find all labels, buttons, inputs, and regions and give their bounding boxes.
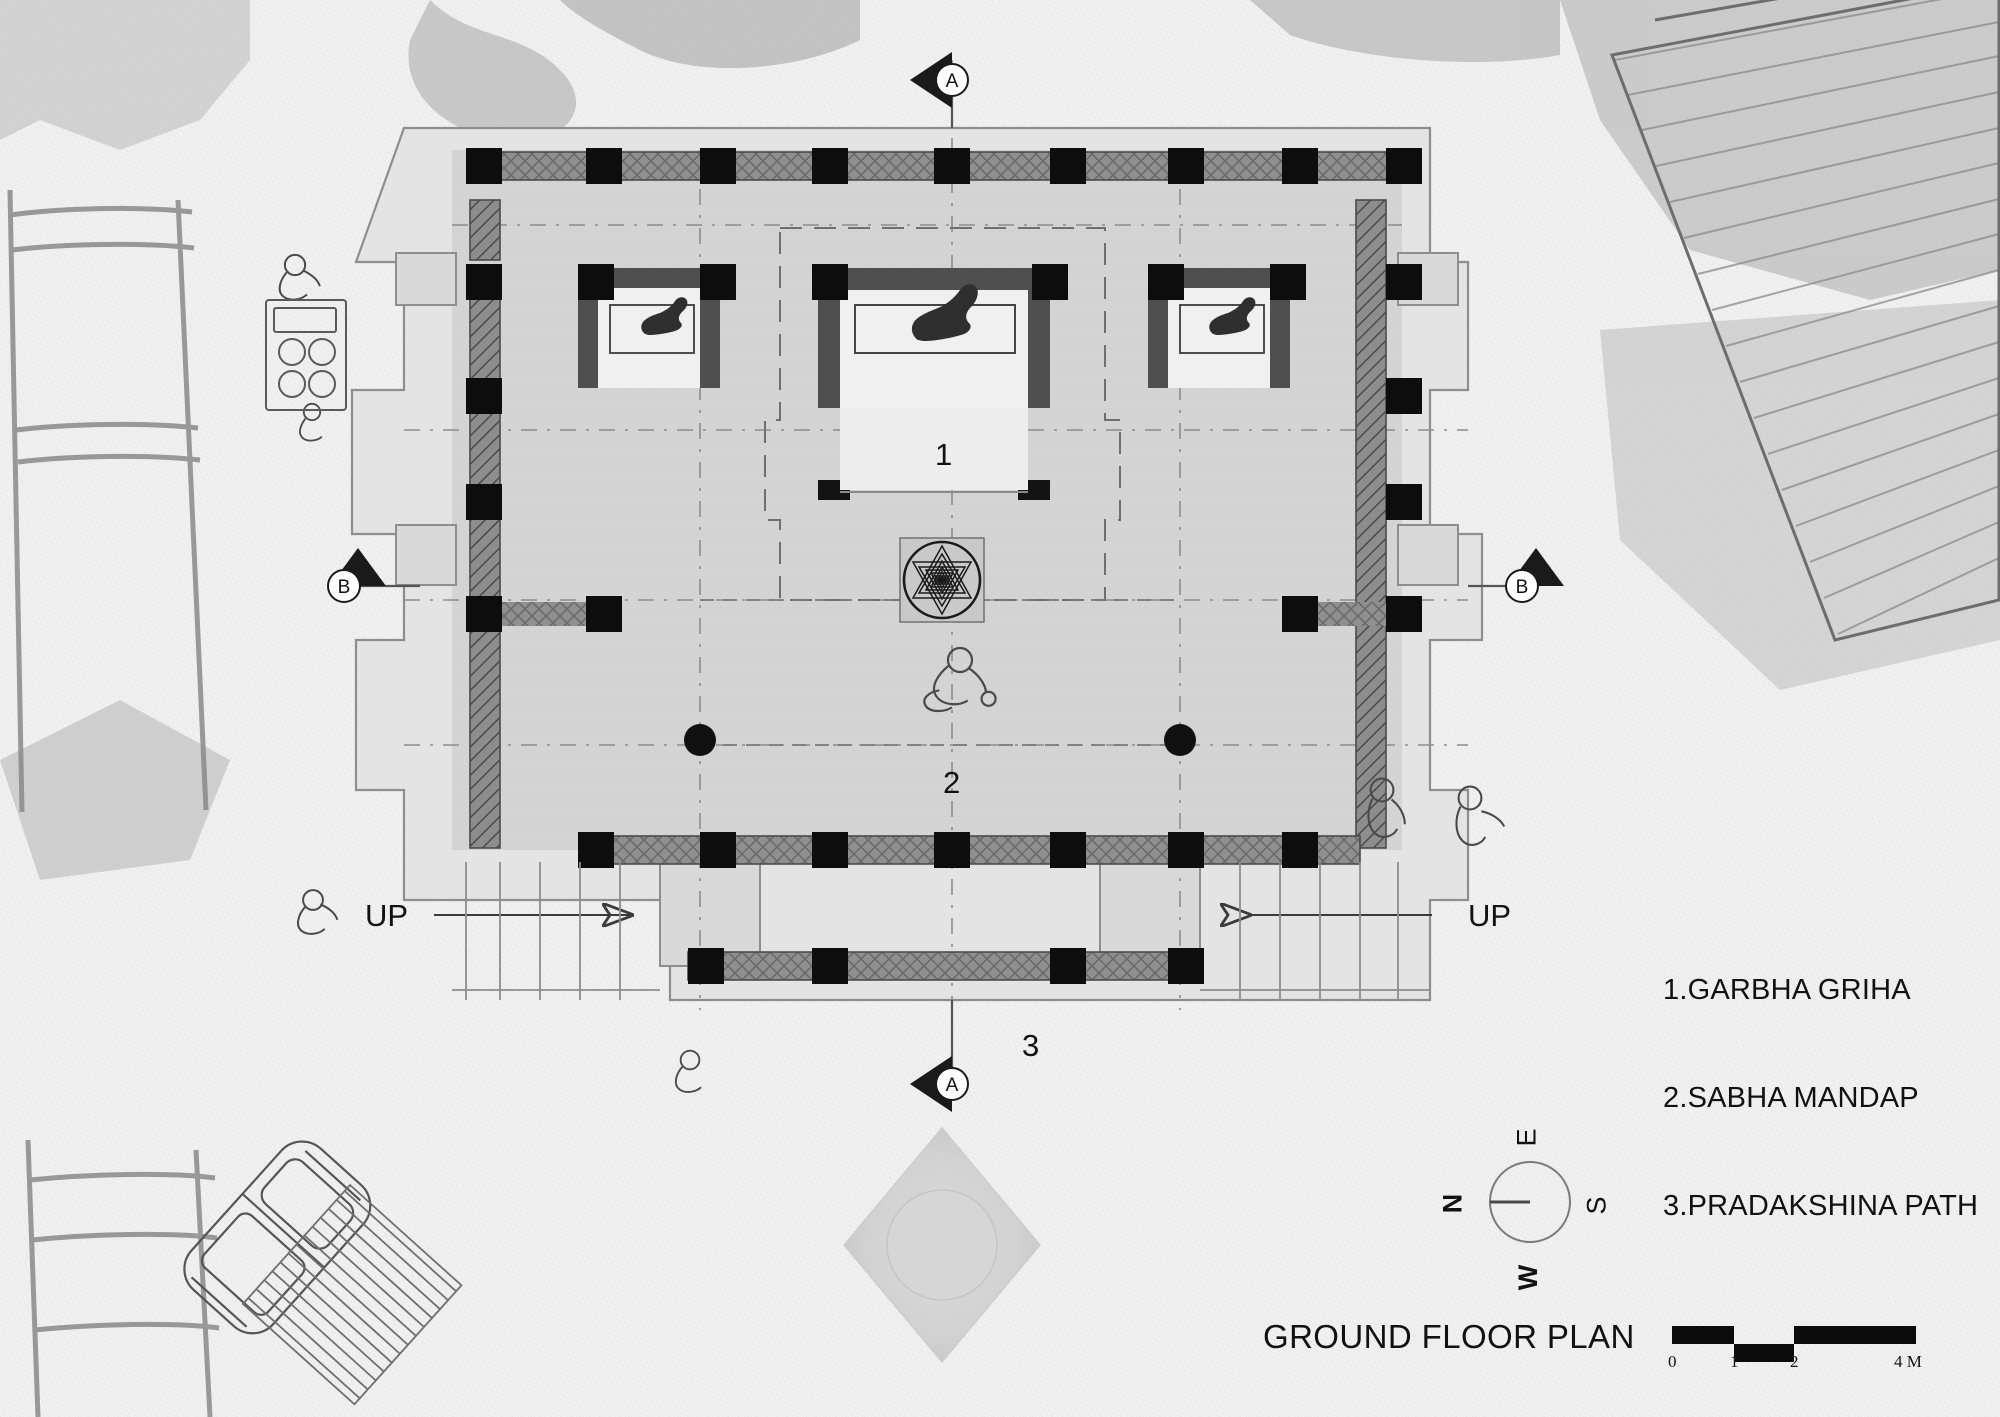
scale-end-label: 4 M	[1894, 1352, 1922, 1371]
plan-label-sabha-mandap: 2	[943, 765, 961, 800]
deity-niche-center	[854, 304, 1016, 354]
stair-up-label-right: UP	[1468, 898, 1512, 933]
compass-south-label: S	[1581, 1196, 1612, 1215]
paving-hatch	[241, 1183, 463, 1406]
site-context-washes	[0, 0, 2000, 880]
compass-west-label: W	[1513, 1264, 1544, 1291]
legend-item-3: 3.PRADAKSHINA PATH	[1663, 1190, 1979, 1222]
sri-yantra-icon	[899, 537, 985, 623]
stair-treads	[452, 862, 1430, 1000]
round-columns	[684, 724, 1196, 756]
garbha-griha-walls	[818, 268, 1050, 500]
svg-text:B: B	[1516, 577, 1529, 598]
plan-label-garbha-griha: 1	[935, 437, 953, 472]
section-marker-a-top[interactable]: A	[910, 52, 969, 108]
section-marker-a-bottom[interactable]: A	[910, 1056, 969, 1112]
compass-east-label: E	[1511, 1128, 1542, 1147]
deity-figure-icon	[641, 284, 1256, 341]
context-left-sketch	[7, 189, 220, 1417]
seated-person-icon	[278, 253, 1506, 1093]
svg-text:A: A	[946, 71, 959, 92]
temple-floor-slab	[452, 150, 1402, 850]
car-icon	[183, 1140, 372, 1335]
podium-diamond	[843, 1126, 1041, 1364]
appliance-sketch	[265, 299, 347, 411]
context-roof-outline	[1609, 0, 2000, 642]
stair-up-label-left: UP	[365, 898, 409, 933]
legend-item-2: 2.SABHA MANDAP	[1663, 1082, 1919, 1114]
scale-bar	[1672, 1326, 1916, 1362]
scale-tick-2: 2	[1790, 1352, 1799, 1371]
section-marker-b-left[interactable]: B	[327, 548, 386, 603]
context-roof-hatch	[1614, 0, 2000, 635]
legend: 1.GARBHA GRIHA 2.SABHA MANDAP 3.PRADAKSH…	[1663, 900, 1978, 1296]
svg-text:A: A	[946, 1075, 959, 1096]
page-title: GROUND FLOOR PLAN	[1263, 1318, 1635, 1355]
compass-north-label: N	[1437, 1193, 1468, 1214]
scale-tick-1: 1	[1730, 1352, 1739, 1371]
compass-rose-icon	[1489, 1161, 1571, 1243]
column-grid	[466, 148, 1422, 984]
legend-item-1: 1.GARBHA GRIHA	[1663, 974, 1911, 1006]
svg-text:B: B	[338, 577, 351, 598]
scale-tick-0: 0	[1668, 1352, 1677, 1371]
section-marker-b-right[interactable]: B	[1505, 548, 1564, 603]
plan-label-pradakshina-path: 3	[1022, 1028, 1040, 1063]
